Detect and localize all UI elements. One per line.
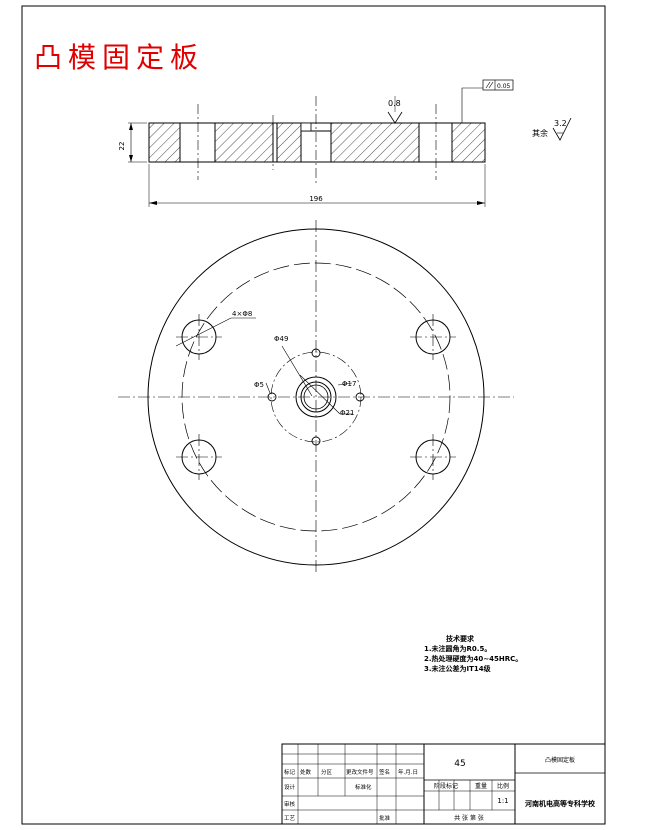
standardization-label: 标准化: [355, 783, 372, 791]
scale-label: 比例: [497, 782, 509, 790]
title-block: [281, 743, 606, 825]
school-name: 河南机电高等专科学校: [525, 799, 596, 808]
svg-text:标记: 标记: [284, 768, 296, 776]
roughness-other: 3.2: [554, 119, 567, 128]
approve-label: 批准: [379, 814, 391, 822]
section-segment: [276, 122, 302, 163]
dim-d5: Φ5: [254, 381, 264, 389]
thickness-dimension: 22: [118, 142, 126, 151]
sheets-label: 共 张 第 张: [454, 814, 484, 822]
drawing-title: 凸模固定板: [34, 41, 205, 74]
revision-row-labels: 标记 处数 分区 更改文件号 签名 年.月.日: [284, 768, 418, 776]
flatness-frame: [482, 79, 514, 91]
section-centerlines: [197, 96, 437, 184]
flatness-tolerance: 0.05: [497, 83, 511, 90]
tech-req-title: 技术要求: [446, 635, 474, 643]
width-dimension: 196: [309, 195, 323, 203]
plan-centerlines: [118, 220, 514, 574]
dim-d49: Φ49: [274, 335, 288, 343]
section-segment: [148, 122, 181, 163]
tech-req-item: 3.未注公差为IT14级: [424, 665, 491, 673]
process-label: 工艺: [284, 815, 296, 822]
dim-d17: Φ17: [342, 380, 356, 388]
stage-label: 阶段标记: [434, 782, 458, 790]
drawing-frame: [21, 5, 606, 825]
part-name: 凸模固定板: [545, 756, 575, 764]
tech-req-item: 2.热处理硬度为40~45HRC。: [424, 655, 523, 663]
svg-text:年.月.日: 年.月.日: [398, 768, 418, 776]
scale-value: 1:1: [497, 797, 508, 805]
svg-text:签名: 签名: [379, 768, 390, 776]
svg-text:分区: 分区: [321, 768, 333, 776]
hole-callout: 4×Φ8: [232, 310, 252, 318]
roughness-top: 0.8: [388, 99, 401, 108]
design-label: 设计: [284, 783, 296, 791]
svg-text:更改文件号: 更改文件号: [346, 768, 374, 776]
svg-text:处数: 处数: [300, 768, 312, 776]
technical-requirements: 技术要求 1.未注圆角为R0.5。 2.热处理硬度为40~45HRC。 3.未注…: [424, 634, 522, 674]
section-view: 22 196 0.8 0.05 其余 3.2: [118, 79, 572, 207]
section-segment: [214, 122, 274, 163]
review-label: 审核: [284, 800, 296, 808]
material: 45: [454, 759, 465, 769]
plan-leaders: [175, 317, 353, 415]
roughness-other-label: 其余: [532, 128, 548, 138]
section-segment: [451, 122, 486, 163]
tech-req-item: 1.未注圆角为R0.5。: [424, 645, 492, 653]
weight-label: 重量: [475, 782, 487, 790]
section-segment: [330, 122, 420, 163]
dim-d21: Φ21: [340, 409, 354, 417]
